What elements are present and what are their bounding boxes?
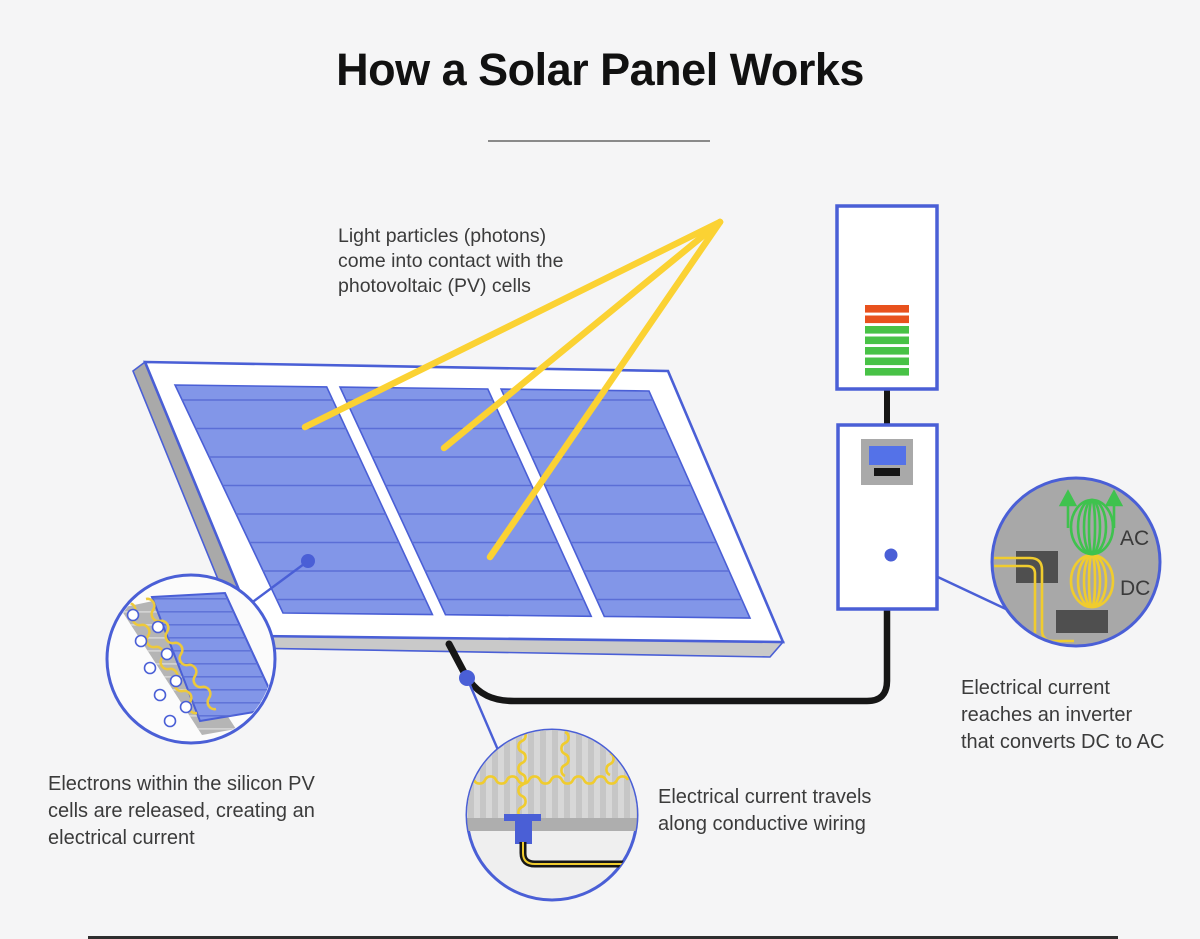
inverter-box [836, 423, 939, 611]
ac-coil [1069, 498, 1115, 556]
label-photons-line: Light particles (photons) [338, 225, 547, 247]
battery-level-bars [865, 305, 909, 376]
label-inverter: Electrical current reaches an inverter t… [961, 675, 1164, 756]
dc-label: DC [1120, 577, 1150, 600]
sun-ray [301, 218, 724, 431]
bottom-edge-strip [88, 936, 1118, 939]
charge-monitor-box [835, 204, 939, 391]
sun-ray [486, 218, 724, 561]
output-cable-core [522, 842, 628, 865]
label-electrons: Electrons within the silicon PV cells ar… [48, 771, 315, 852]
sun-rays [301, 218, 724, 561]
connector-line-wiring [465, 677, 500, 751]
page-title: How a Solar Panel Works [336, 44, 864, 95]
connector-dot-wire [459, 670, 475, 686]
main-dc-wire [465, 605, 891, 705]
inverter-screen [869, 446, 906, 465]
electron-current-waves [126, 597, 217, 715]
label-electrons-line: electrical current [48, 827, 195, 849]
label-wiring: Electrical current travels along conduct… [658, 784, 871, 838]
ac-label: AC [1120, 527, 1149, 550]
connector-dot-inverter [884, 548, 898, 562]
title-divider [488, 140, 710, 142]
pv-cell-layer [150, 591, 273, 723]
label-electrons-line: Electrons within the silicon PV [48, 773, 315, 795]
label-photons: Light particles (photons) come into cont… [338, 224, 563, 299]
panel-wire-stub [445, 640, 470, 680]
inverter-slot [874, 468, 900, 476]
label-inverter-line: Electrical current [961, 677, 1110, 699]
junction-box [504, 814, 541, 844]
label-wiring-line: along conductive wiring [658, 813, 866, 835]
label-wiring-line: Electrical current travels [658, 786, 872, 808]
transformer-base [1056, 610, 1108, 633]
wiring-detail-callout [465, 728, 639, 902]
label-inverter-line: that converts DC to AC [961, 731, 1165, 753]
electrons [126, 608, 193, 728]
electron-detail-callout [105, 573, 277, 745]
sun-ray [440, 218, 724, 452]
label-inverter-line: reaches an inverter [961, 704, 1133, 726]
label-photons-line: photovoltaic (PV) cells [338, 275, 531, 297]
inverter-detail-callout: AC DC [990, 476, 1162, 648]
label-electrons-line: cells are released, creating an [48, 800, 315, 822]
current-waves [467, 730, 630, 820]
ac-arrows [1058, 489, 1124, 528]
label-photons-line: come into contact with the [338, 250, 564, 272]
wiring [445, 389, 891, 705]
connector-dot-panel [301, 554, 315, 568]
connector-line-electrons [249, 560, 309, 605]
